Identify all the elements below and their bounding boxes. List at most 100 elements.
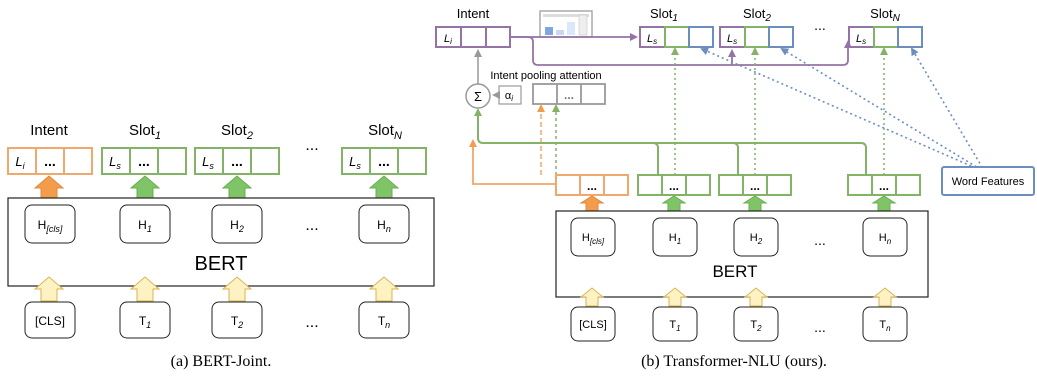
- svg-text:...: ...: [669, 179, 679, 193]
- hidden-state-1: H1: [119, 204, 171, 244]
- word-feature-arrows: [700, 47, 986, 173]
- cls-to-sum-path: [469, 139, 556, 185]
- slot-2-output-vector-b: Ls: [719, 26, 794, 48]
- slot-feature-arrows: [671, 47, 888, 175]
- intent-cell-label: Li: [15, 154, 25, 171]
- token-2-up-arrow: [742, 195, 768, 212]
- input-token-cls-b: [CLS]: [570, 306, 616, 342]
- svg-text:T2: T2: [231, 314, 243, 330]
- slot-1-output-vector: Ls ...: [101, 147, 187, 175]
- svg-text:Ls: Ls: [727, 33, 737, 46]
- slot-1-up-arrow: [129, 175, 161, 201]
- panel-b-caption: (b) Transformer-NLU (ours).: [641, 353, 827, 370]
- hidden-state-cls: H[cls]: [24, 204, 76, 244]
- panel-a: Intent Slot1 Slot2 ... SlotN Li ... Ls .…: [7, 122, 435, 370]
- input-arrow-n: [368, 276, 400, 302]
- svg-text:H1: H1: [138, 218, 152, 234]
- bar-chart-icon: [539, 10, 593, 38]
- svg-text:T2: T2: [750, 319, 762, 333]
- intent-label: Intent: [457, 6, 490, 21]
- word-features-label: Word Features: [952, 176, 1025, 188]
- cls-up-arrow: [579, 195, 605, 212]
- token-n-hidden-vector: ...: [847, 174, 921, 196]
- hidden-state-1-b: H1: [652, 217, 698, 257]
- input-arrow-cls-b: [579, 287, 605, 307]
- svg-text:Ls: Ls: [349, 154, 361, 171]
- svg-text:...: ...: [564, 88, 574, 102]
- slot-1-head-label: Slot1: [129, 122, 161, 142]
- svg-text:H1: H1: [669, 232, 681, 246]
- token-ellipsis: ...: [305, 314, 318, 331]
- svg-text:H2: H2: [750, 232, 763, 246]
- sum-symbol: Σ: [474, 89, 482, 104]
- svg-text:Ls: Ls: [647, 33, 657, 46]
- panel-a-caption: (a) BERT-Joint.: [171, 353, 272, 370]
- panel-b: Intent Slot1 Slot2 ... SlotN Li Ls: [435, 6, 1035, 370]
- input-token-n-b: Tn: [862, 306, 908, 342]
- bert-label-b: BERT: [712, 262, 757, 281]
- svg-text:Li: Li: [444, 33, 452, 46]
- token-1-up-arrow: [661, 195, 687, 212]
- svg-text:...: ...: [138, 153, 150, 169]
- intent-output-vector: Li ...: [7, 147, 93, 175]
- slot-n-output-vector-b: Ls: [848, 26, 923, 48]
- svg-text:...: ...: [378, 153, 390, 169]
- slot-2-output-vector: Ls ...: [194, 147, 280, 175]
- svg-text:T1: T1: [669, 319, 680, 333]
- svg-text:H2: H2: [230, 218, 244, 234]
- hidden-state-2: H2: [211, 204, 263, 244]
- slot-n-output-vector: Ls ...: [341, 147, 427, 175]
- svg-text:[CLS]: [CLS]: [579, 319, 607, 331]
- slot-2-label: Slot2: [743, 6, 771, 24]
- svg-text:Tn: Tn: [879, 319, 891, 333]
- input-token-1-b: T1: [652, 306, 698, 342]
- input-arrow-2-b: [743, 287, 769, 307]
- alpha-label: αi: [505, 90, 513, 103]
- pooling-attention-label: Intent pooling attention: [490, 70, 601, 82]
- bert-label: BERT: [195, 253, 248, 275]
- input-arrow-1-b: [662, 287, 688, 307]
- input-arrow-n-b: [872, 287, 898, 307]
- slot-2-head-label: Slot2: [221, 122, 253, 142]
- slot-1-label: Slot1: [650, 6, 678, 24]
- attention-weights-vector: ...: [532, 83, 606, 105]
- hidden-ellipsis: ...: [305, 217, 318, 234]
- token-1-hidden-vector: ...: [637, 174, 711, 196]
- svg-text:Ls: Ls: [202, 154, 214, 171]
- input-arrow-1: [129, 276, 161, 302]
- input-token-cls: [CLS]: [24, 301, 76, 339]
- input-token-n: Tn: [358, 301, 410, 339]
- svg-text:Ls: Ls: [856, 33, 866, 46]
- token-n-up-arrow: [871, 195, 897, 212]
- intent-up-arrow: [33, 175, 65, 201]
- slot-n-up-arrow: [368, 175, 400, 201]
- svg-text:T1: T1: [139, 314, 151, 330]
- svg-text:H[cls]: H[cls]: [38, 218, 63, 234]
- input-token-2-b: T2: [733, 306, 779, 342]
- intent-cell-ellipsis: ...: [44, 153, 56, 169]
- hidden-state-n-b: Hn: [862, 217, 908, 257]
- slot-n-head-label: SlotN: [368, 122, 402, 142]
- hidden-state-2-b: H2: [733, 217, 779, 257]
- input-token-2: T2: [211, 301, 263, 339]
- head-ellipsis: ...: [305, 137, 318, 154]
- svg-text:Hn: Hn: [377, 218, 391, 234]
- intent-output-vector-b: Li: [435, 26, 511, 48]
- input-token-1: T1: [119, 301, 171, 339]
- svg-text:Hn: Hn: [879, 232, 892, 246]
- svg-text:...: ...: [587, 179, 597, 193]
- input-arrow-2: [221, 276, 253, 302]
- hidden-ellipsis-b: ...: [814, 232, 826, 248]
- svg-text:H[cls]: H[cls]: [582, 232, 605, 246]
- word-features-box: Word Features: [941, 166, 1035, 196]
- svg-text:...: ...: [750, 179, 760, 193]
- token-ellipsis-b: ...: [814, 319, 826, 335]
- input-arrow-cls: [33, 276, 65, 302]
- svg-text:[CLS]: [CLS]: [35, 314, 65, 328]
- hidden-state-cls-b: H[cls]: [570, 217, 616, 257]
- svg-text:...: ...: [879, 179, 889, 193]
- cls-hidden-vector: ...: [555, 174, 629, 196]
- svg-text:...: ...: [231, 153, 243, 169]
- intent-head-label: Intent: [30, 122, 68, 139]
